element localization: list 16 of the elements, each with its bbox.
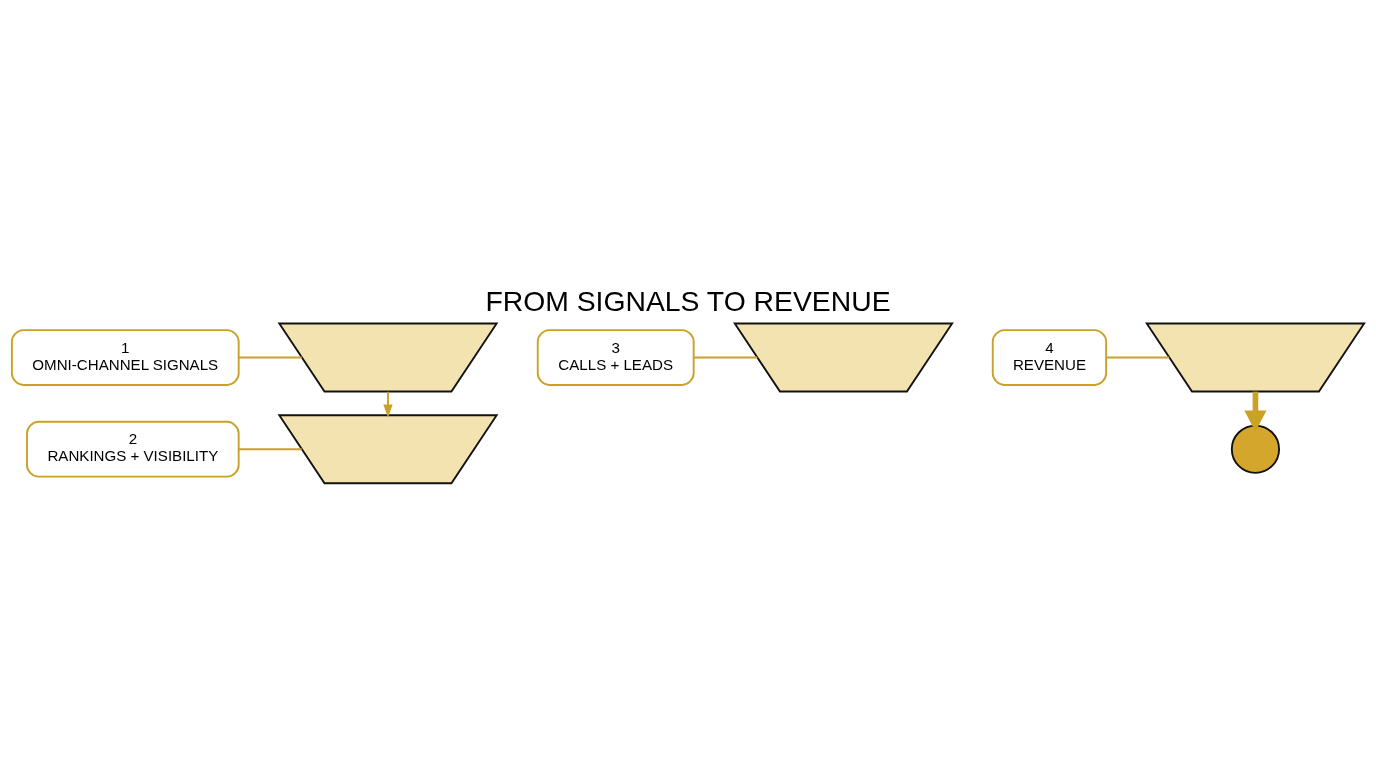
connector: [693, 356, 759, 359]
arrow: [1244, 391, 1267, 432]
connector: [237, 448, 303, 451]
node-box: 1 OMNI-CHANNEL SIGNALS: [10, 329, 240, 386]
node-box: 4 REVENUE: [991, 329, 1108, 386]
connector: [238, 356, 303, 359]
node-box: 2 RANKINGS + VISIBILITY: [26, 420, 240, 478]
node-band: [277, 322, 499, 393]
connector: [1105, 356, 1171, 359]
arrow: [383, 390, 393, 418]
node-band: [733, 322, 954, 393]
node-box: 3 CALLS + LEADS: [536, 329, 695, 386]
diagram-title: FROM SIGNALS TO REVENUE: [485, 285, 891, 318]
node-band: [277, 414, 499, 485]
node-band: [1145, 322, 1366, 393]
node-coins: [1230, 424, 1280, 474]
